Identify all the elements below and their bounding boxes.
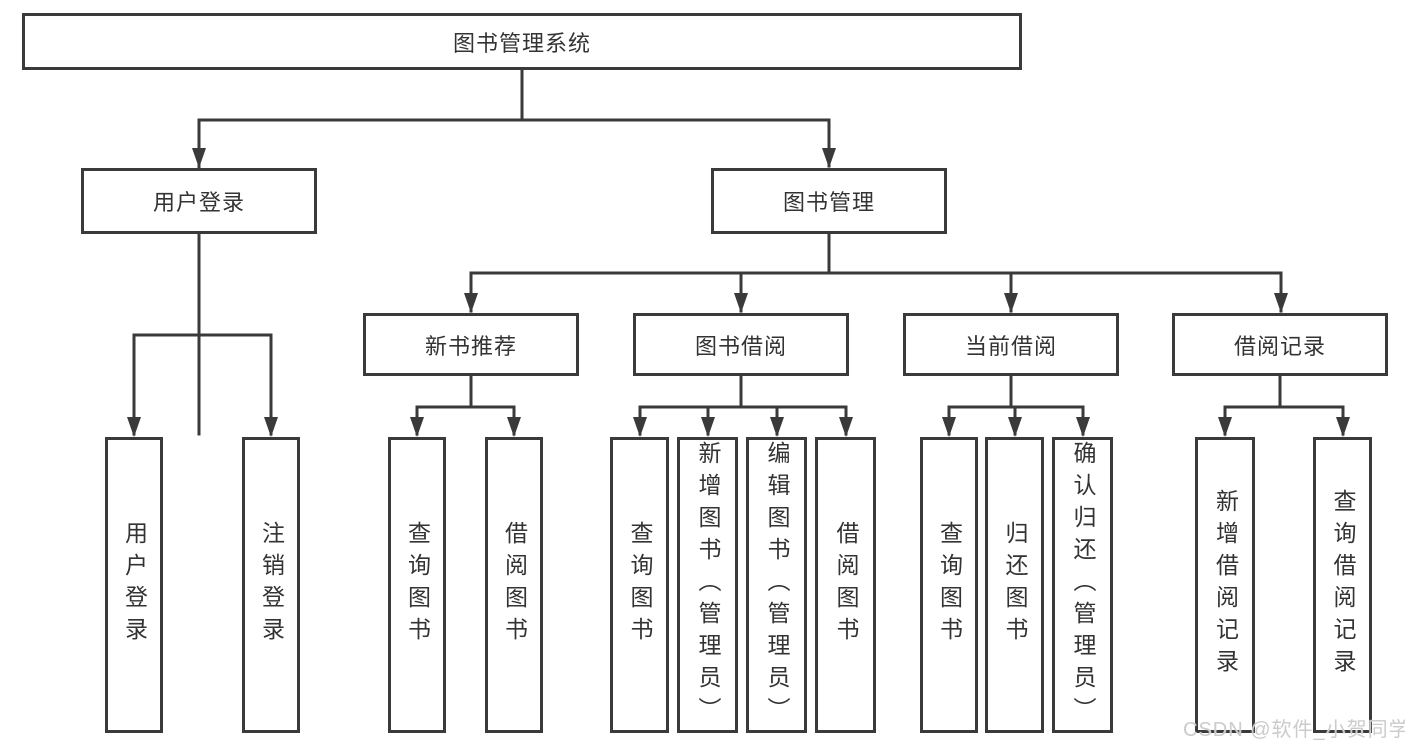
node-user-login-label: 用户登录 <box>152 190 245 215</box>
node-book-mgmt: 图书管理 <box>711 168 947 234</box>
leaf-add-borrow-record-label: 新增借阅记录 <box>1212 489 1239 681</box>
connector-new-book-split <box>415 374 516 436</box>
leaf-query-borrow-record: 查询借阅记录 <box>1313 437 1372 733</box>
leaf-return-book: 归还图书 <box>985 437 1044 733</box>
leaf-borrow-books-recommend-label: 借阅图书 <box>501 521 528 649</box>
leaf-query-books-current: 查询图书 <box>920 437 978 733</box>
node-current-borrow: 当前借阅 <box>903 313 1119 376</box>
leaf-logout: 注销登录 <box>242 437 300 733</box>
node-borrow-records-label: 借阅记录 <box>1233 333 1326 359</box>
node-root: 图书管理系统 <box>22 13 1022 70</box>
leaf-query-books-current-label: 查询图书 <box>936 521 963 649</box>
leaf-query-books-recommend: 查询图书 <box>388 437 446 733</box>
connector-user-login-split <box>132 232 273 436</box>
arrowheads <box>127 148 1350 437</box>
node-root-label: 图书管理系统 <box>452 30 591 56</box>
leaf-query-books-recommend-label: 查询图书 <box>404 521 431 649</box>
leaf-confirm-return-admin-label: 确认归还（管理员） <box>1070 441 1096 729</box>
leaf-confirm-return-admin: 确认归还（管理员） <box>1052 437 1113 733</box>
leaf-borrow-books: 借阅图书 <box>815 437 876 733</box>
node-book-borrow: 图书借阅 <box>633 313 849 376</box>
leaf-add-book-admin: 新增图书（管理员） <box>677 437 738 733</box>
node-new-book-recommend-label: 新书推荐 <box>424 333 517 359</box>
connector-borrow-record-split <box>1223 374 1345 436</box>
leaf-borrow-books-recommend: 借阅图书 <box>485 437 543 733</box>
leaf-query-borrow-record-label: 查询借阅记录 <box>1330 489 1356 681</box>
connector-book-mgmt-split <box>469 232 1283 313</box>
node-new-book-recommend: 新书推荐 <box>363 313 579 376</box>
leaf-add-book-admin-label: 新增图书（管理员） <box>695 441 721 729</box>
leaf-edit-book-admin: 编辑图书（管理员） <box>746 437 807 733</box>
leaf-edit-book-admin-label: 编辑图书（管理员） <box>764 441 790 729</box>
leaf-logout-label: 注销登录 <box>258 521 285 649</box>
leaf-query-books-borrow: 查询图书 <box>610 437 669 733</box>
connector-book-borrow-split <box>638 374 848 436</box>
node-book-borrow-label: 图书借阅 <box>694 333 787 359</box>
node-borrow-records: 借阅记录 <box>1172 313 1388 376</box>
leaf-borrow-books-label: 借阅图书 <box>833 521 859 649</box>
node-user-login: 用户登录 <box>81 168 317 234</box>
leaf-user-login-label: 用户登录 <box>121 521 148 649</box>
leaf-user-login: 用户登录 <box>105 437 163 733</box>
leaf-return-book-label: 归还图书 <box>1002 521 1028 649</box>
node-book-mgmt-label: 图书管理 <box>782 190 875 215</box>
node-current-borrow-label: 当前借阅 <box>964 333 1057 359</box>
leaf-add-borrow-record: 新增借阅记录 <box>1195 437 1255 733</box>
connector-root-split <box>197 67 831 436</box>
csdn-watermark: CSDN @软件_小贺同学 <box>1183 719 1405 741</box>
leaf-query-books-borrow-label: 查询图书 <box>627 521 653 649</box>
